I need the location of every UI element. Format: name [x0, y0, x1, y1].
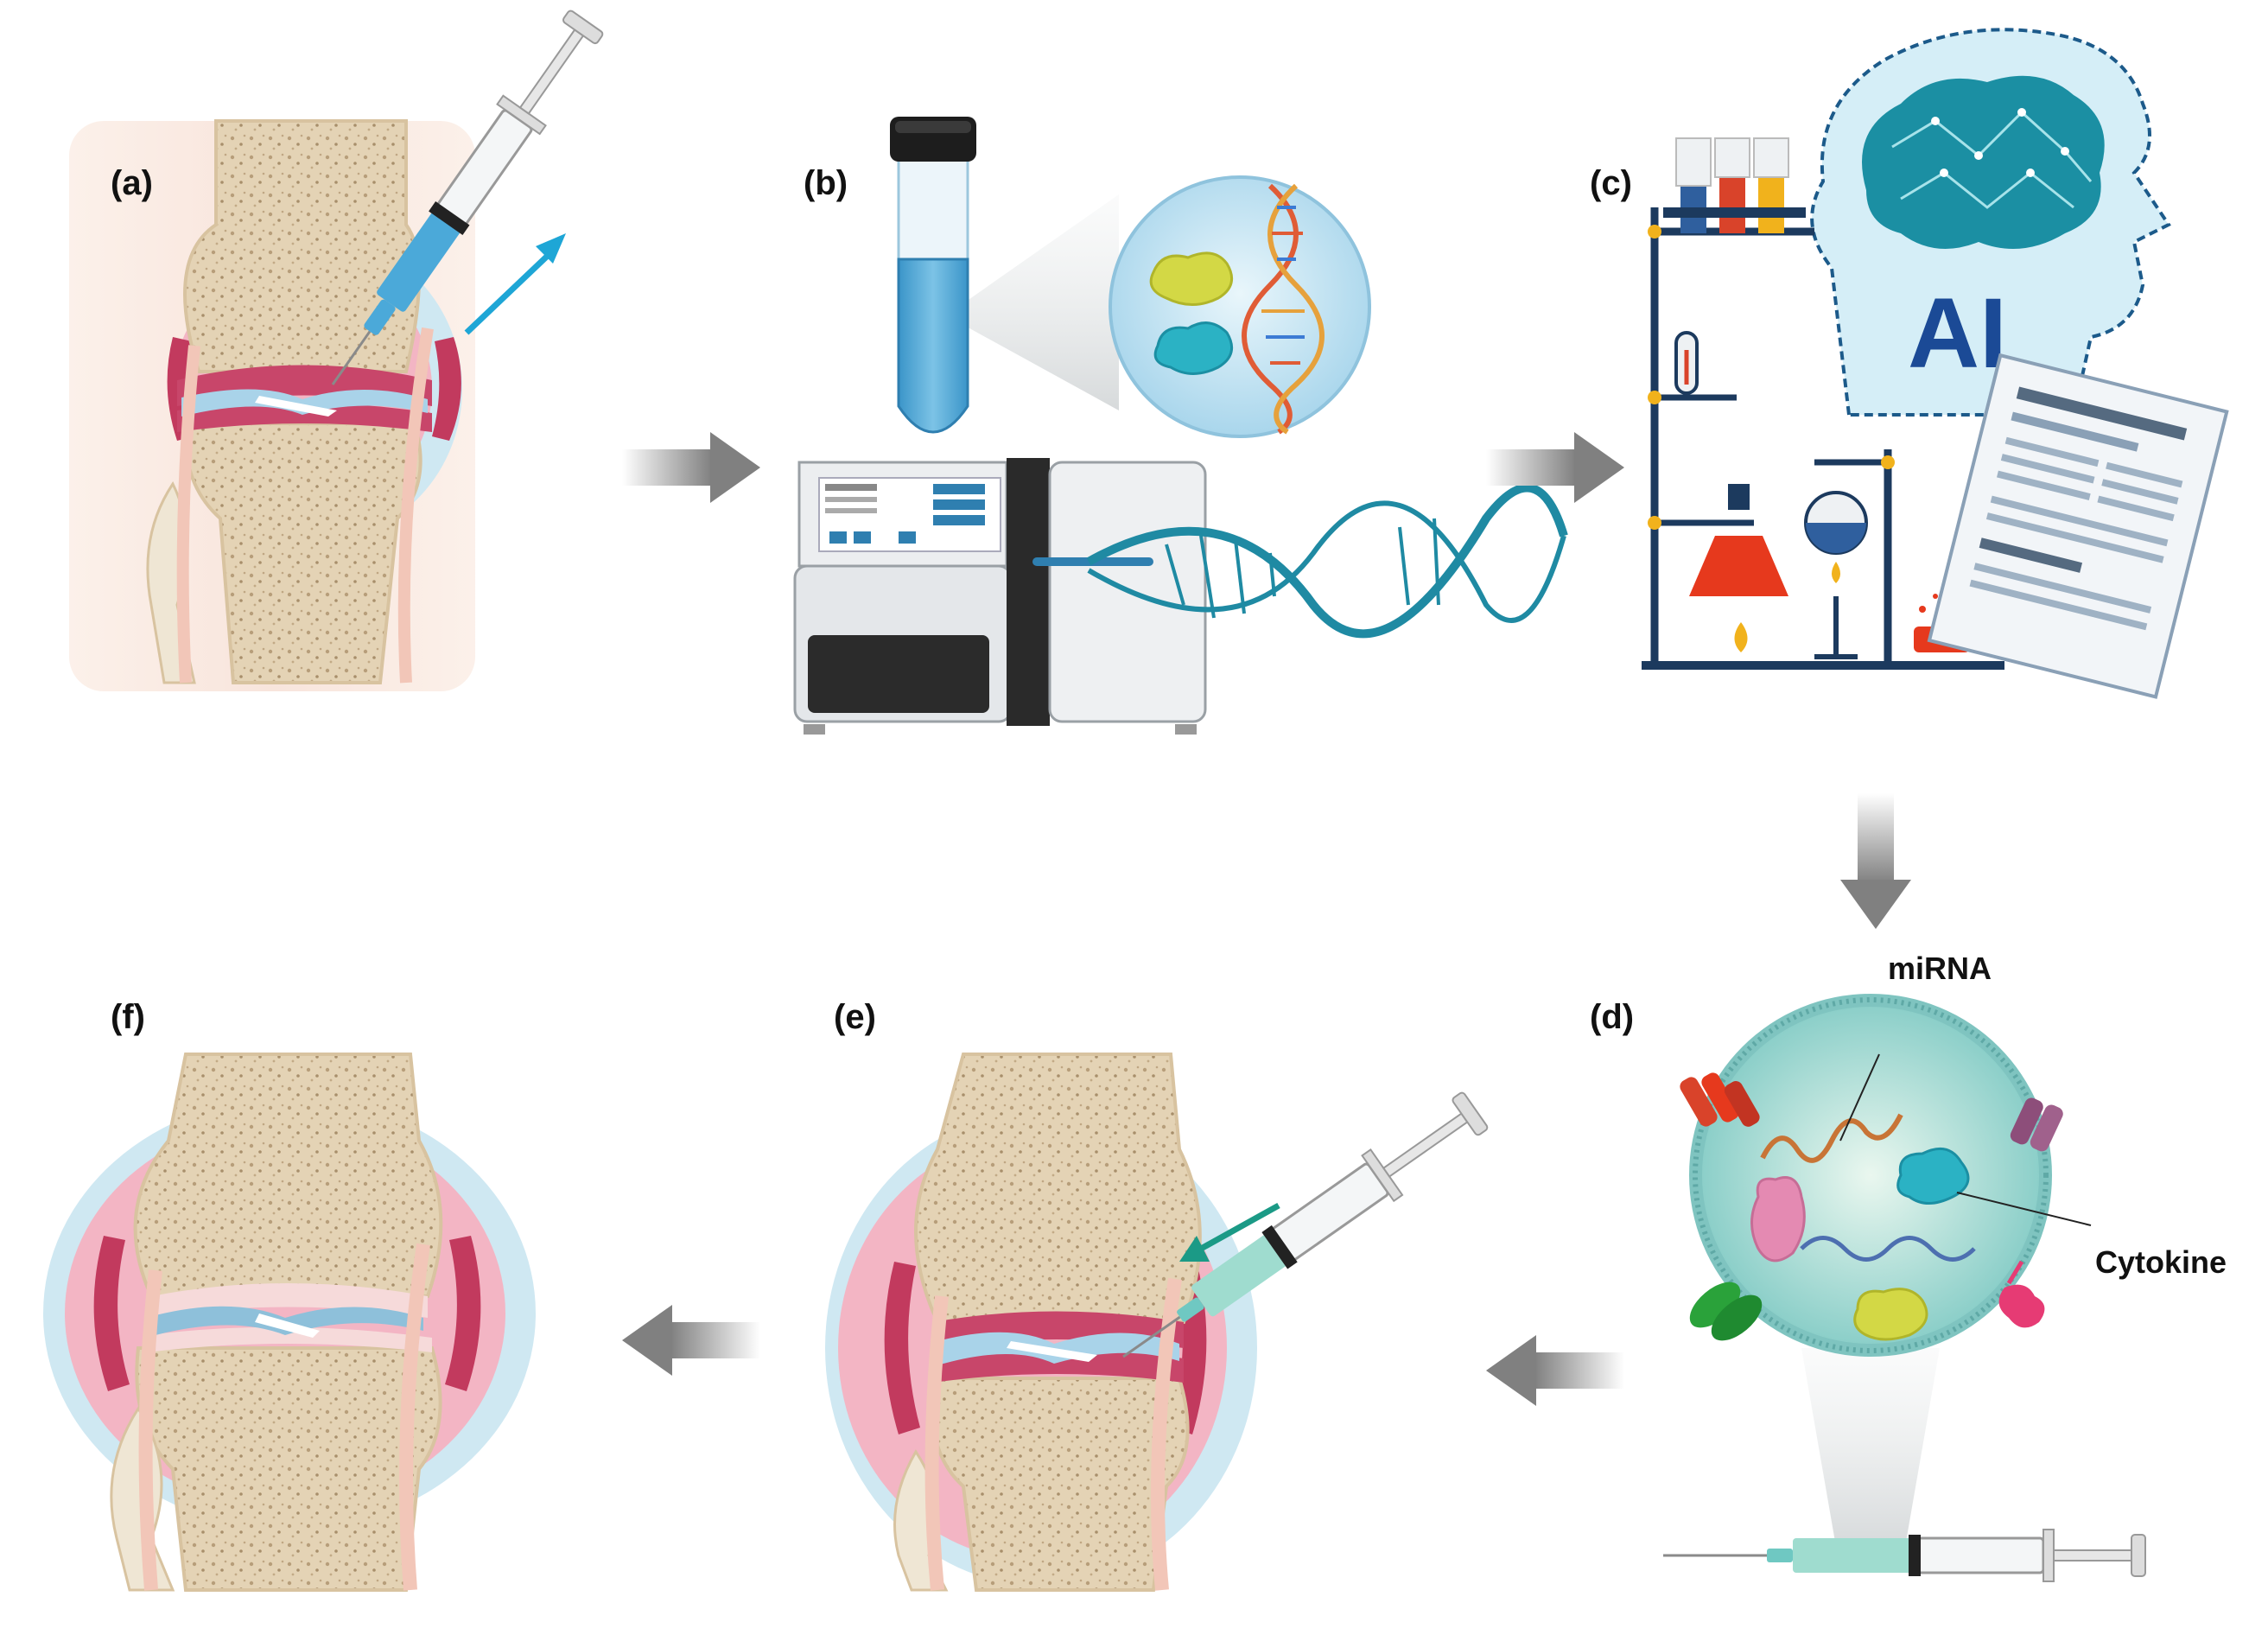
aspiration-arrow	[464, 248, 556, 335]
panel-b	[793, 117, 1568, 735]
panel-label-c: (c)	[1590, 164, 1632, 202]
syringe-icon	[331, 10, 604, 385]
tube-rack-icon	[1663, 137, 1806, 233]
rna-wave	[1800, 1236, 1976, 1262]
syringe-icon	[1663, 1529, 2146, 1582]
membrane-protein-red	[1680, 1072, 1760, 1127]
cytokine-label: Cytokine	[2095, 1244, 2227, 1280]
panel-c: AI	[1642, 28, 2229, 699]
protein-pink	[1750, 1176, 1806, 1263]
document-icon	[1927, 353, 2229, 699]
round-flask-icon	[1804, 491, 1868, 659]
panel-label-f: (f)	[111, 998, 145, 1036]
protein-blob-yellow	[1149, 251, 1234, 306]
flask-icon	[1689, 484, 1788, 652]
dna-strand	[1086, 483, 1568, 639]
panel-label-b: (b)	[804, 164, 848, 202]
flow-arrow-a-b	[622, 432, 760, 503]
cytokine-protein	[1896, 1147, 1970, 1205]
membrane-protein-magenta	[1998, 1260, 2045, 1328]
mirna-strand	[1760, 1113, 1903, 1163]
flow-arrow-e-f	[622, 1305, 760, 1376]
brain-icon	[1862, 75, 2105, 250]
panel-d	[1663, 994, 2146, 1582]
flow-arrow-b-c	[1486, 432, 1624, 503]
test-tube-icon	[890, 117, 976, 434]
panel-label-d: (d)	[1590, 998, 1635, 1036]
thermometer-icon	[1674, 331, 1699, 395]
panel-e	[825, 1053, 1489, 1592]
protein-blob-teal	[1153, 321, 1234, 375]
injection-arrow	[1199, 1202, 1280, 1252]
membrane-protein-purple	[2010, 1097, 2063, 1152]
panel-label-a: (a)	[111, 164, 153, 202]
panel-f	[43, 1053, 536, 1592]
membrane-protein-green	[1689, 1282, 1763, 1341]
dna-icon	[1242, 183, 1325, 435]
mirna-label: miRNA	[1888, 951, 1992, 986]
syringe-icon	[1122, 1091, 1489, 1358]
panel-label-e: (e)	[834, 998, 876, 1036]
ai-text: AI	[1908, 278, 2007, 389]
flow-arrow-c-d	[1840, 793, 1911, 929]
protein-yellow	[1853, 1288, 1928, 1341]
ai-head-icon: AI	[1810, 28, 2171, 417]
flow-arrow-d-e	[1486, 1335, 1624, 1406]
panel-a	[69, 10, 604, 691]
